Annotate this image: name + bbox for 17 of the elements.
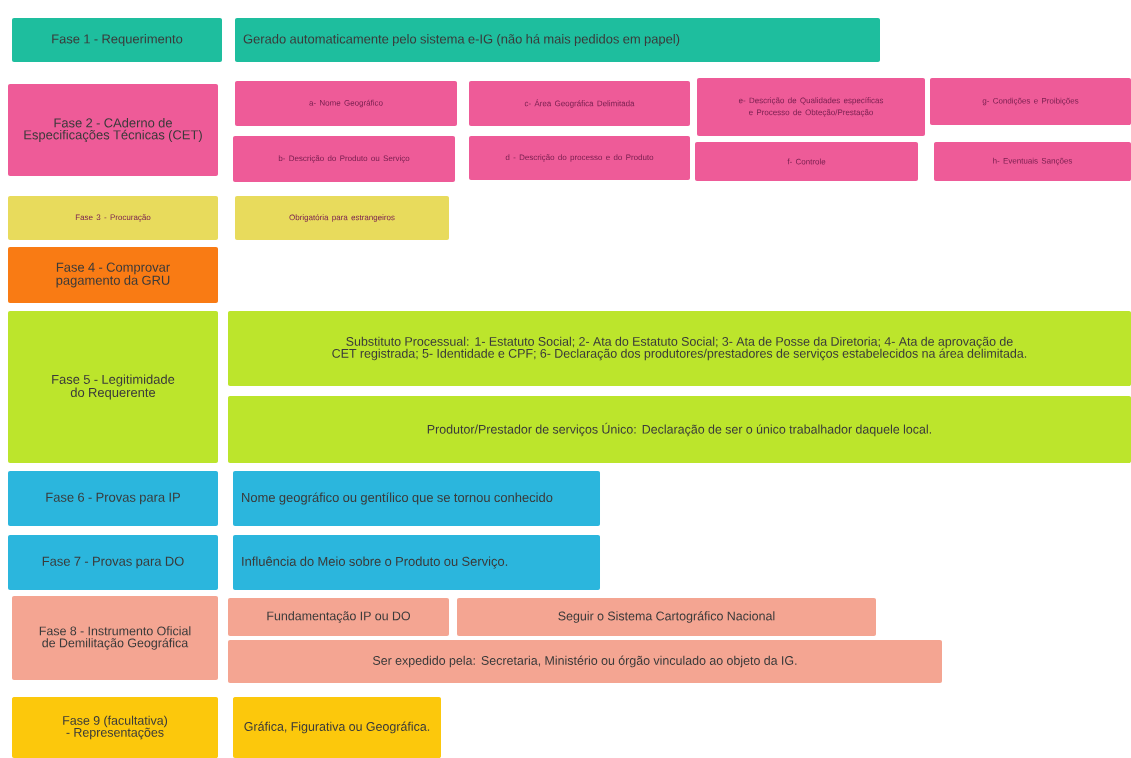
detail-box: Produtor/Prestador de serviços Único: Declaração de ser o único trabalhador daquele local. bbox=[228, 396, 1131, 463]
detail-box: Fundamentação IP ou DO bbox=[228, 598, 449, 636]
detail-box: Gráfica, Figurativa ou Geográfica. bbox=[233, 697, 441, 758]
step-box: Fase 7 - Provas para DO bbox=[8, 535, 218, 590]
step-box: Fase 4 - Comprovar pagamento da GRU bbox=[8, 247, 218, 303]
detail-box: Gerado automaticamente pelo sistema e-IG (não há mais pedidos em papel) bbox=[235, 18, 880, 62]
detail-box: Seguir o Sistema Cartográfico Nacional bbox=[457, 598, 876, 636]
detail-box: Nome geográfico ou gentílico que se tornou conhecido bbox=[233, 471, 600, 526]
step-box: Fase 5 - Legitimidade do Requerente bbox=[8, 311, 218, 463]
step-box: Fase 1 - Requerimento bbox=[12, 18, 222, 62]
step-box: Fase 9 (facultativa) - Representações bbox=[12, 697, 218, 758]
step-box: Fase 8 - Instrumento Oficial de Demilitação Geográfica bbox=[12, 596, 218, 680]
step-box: Fase 2 - CAderno de Especificações Técnicas (CET) bbox=[8, 84, 218, 176]
detail-box: Substituto Processual: 1- Estatuto Social; 2- Ata do Estatuto Social; 3- Ata de Posse da Diretoria; 4- Ata de aprovação de CET registrada; 5- Identidade e CPF; 6- Declaração dos produtores/prestadores de serviços estabelecidos na área delimitada. bbox=[228, 311, 1131, 386]
step-box: Fase 6 - Provas para IP bbox=[8, 471, 218, 526]
detail-box: Ser expedido pela: Secretaria, Ministério ou órgão vinculado ao objeto da IG. bbox=[228, 640, 942, 683]
detail-box: Influência do Meio sobre o Produto ou Serviço. bbox=[233, 535, 600, 590]
